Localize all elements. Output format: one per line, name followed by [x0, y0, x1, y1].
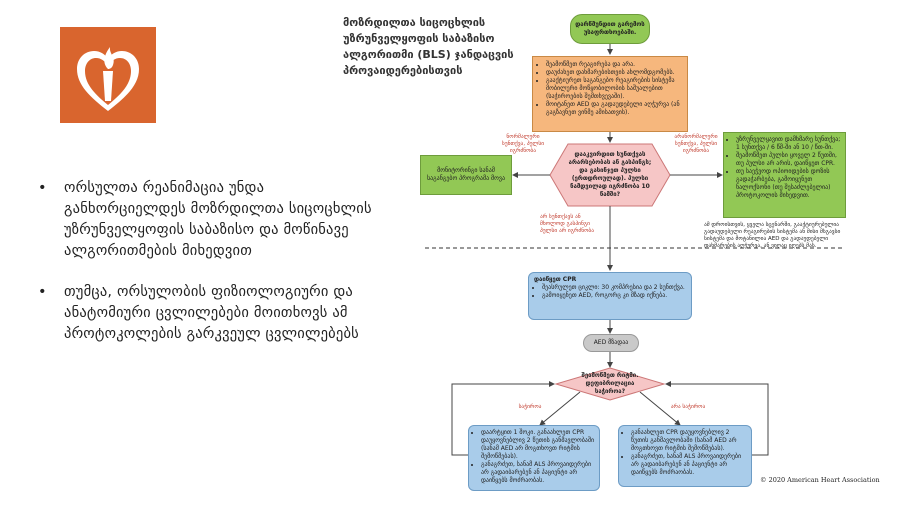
cpr-title: დაიწყეთ CPR — [534, 276, 577, 283]
label-no-breathing: არ სუნთქავს ან მხოლოდ გასპინგი პულსი არ … — [540, 214, 595, 234]
bullet-text: თუმცა, ორსულობის ფიზიოლოგიური და ანატომი… — [64, 284, 359, 342]
label-shockable: საჭიროა — [518, 404, 542, 410]
monitor-box: მონიტორინგი სანამ საგანგებო პროგრამა მოვ… — [420, 155, 512, 195]
resume-item: განაგრძეთ, სანამ ALS პროვაიდერები არ გად… — [631, 453, 747, 477]
torch-heart-icon — [77, 47, 139, 111]
label-not-shockable: არა საჭიროა — [670, 404, 706, 410]
rescue-breathing-box: უზრუნველყავით დამხმარე სუნთქვა; 1 სუნთქვ… — [723, 132, 846, 218]
assessment-item: შეამოწმეთ რეაგირება და არა. — [546, 61, 682, 69]
rhythm-diamond — [554, 367, 666, 401]
cpr-box: დაიწყეთ CPR შეასრულეთ ციკლი: 30 კომპრესი… — [528, 272, 692, 320]
loop-left — [451, 381, 555, 456]
rhythm-decision-text: შეამოწმეთ რიტმი. დეფიბრილაცია საჭიროა? — [581, 372, 639, 395]
assessment-item: მოიტანეთ AED და გადაუდებელი აღჭურვა (ან … — [546, 101, 682, 117]
start-node: დარწმუნდით გარემოს უსაფრთხოებაში. — [570, 14, 650, 44]
bullet-dot: • — [38, 180, 47, 196]
decision-text: დააკვირდით სუნთქვას არარსებობას ან გასპი… — [568, 151, 652, 198]
shock-item: დაარტყით 1 შოკი. განაახლეთ CPR დაუყოვნებ… — [481, 429, 595, 461]
bullet-item: • თუმცა, ორსულობის ფიზიოლოგიური და ანატო… — [38, 282, 378, 345]
rescue-item: თუ საეჭვოდ ოპიოიდების დოზის გადაჭარბება,… — [736, 168, 841, 200]
rescue-item: უზრუნველყავით დამხმარე სუნთქვა; 1 სუნთქვ… — [736, 136, 841, 152]
bullet-text: ორსულთა რეანიმაცია უნდა განხორციელდეს მო… — [64, 180, 372, 259]
assessment-item: გააქტიურეთ საგანგებო რეაგირების სისტემა … — [546, 77, 682, 101]
assessment-item: დაუძახეთ დახმარებისთვის ახლომდგომებს. — [546, 69, 682, 77]
diagram-heading: მოზრდილთა სიცოცხლის უზრუნველყოფის საბაზი… — [343, 16, 514, 77]
bullet-dot: • — [38, 284, 47, 300]
bullet-item: • ორსულთა რეანიმაცია უნდა განხორციელდეს … — [38, 178, 378, 262]
label-abnormal-breathing: არანორმალური სუნთქვა, პულსი იგრძნობა — [674, 134, 718, 154]
aed-arrives-node: AED მზადაა — [583, 334, 639, 352]
arrow-nonshockable — [639, 391, 681, 426]
cpr-item: გამოიყენეთ AED, როგორც კი მზად იქნება. — [542, 292, 686, 300]
resume-cpr-box: განაახლეთ CPR დაუყოვნებლივ 2 წუთის განმა… — [618, 425, 752, 487]
assessment-box: შეამოწმეთ რეაგირება და არა. დაუძახეთ დახ… — [532, 56, 688, 132]
shock-item: განაგრძეთ, სანამ ALS პროვაიდერები არ გად… — [481, 461, 595, 485]
label-normal-breathing: ნორმალური სუნთქვა, პულსი იგრძნობა — [501, 134, 545, 154]
resume-item: განაახლეთ CPR დაუყოვნებლივ 2 წუთის განმა… — [631, 429, 747, 453]
copyright-text: © 2020 American Heart Association — [760, 476, 880, 484]
loop-right — [665, 381, 769, 456]
arrow-shockable — [539, 391, 581, 426]
aha-logo — [60, 27, 156, 123]
shock-box: დაარტყით 1 შოკი. განაახლეთ CPR დაუყოვნებ… — [468, 425, 600, 491]
bullet-list: • ორსულთა რეანიმაცია უნდა განხორციელდეს … — [38, 178, 378, 365]
cpr-item: შეასრულეთ ციკლი: 30 კომპრესია და 2 სუნთქ… — [542, 284, 686, 292]
rescue-item: შეამოწმეთ პულსი ყოველ 2 წუთში, თუ პულსი … — [736, 152, 841, 168]
activation-note: ამ დროისთვის, ყველა სცენარში, გააქტიურებ… — [704, 222, 841, 249]
